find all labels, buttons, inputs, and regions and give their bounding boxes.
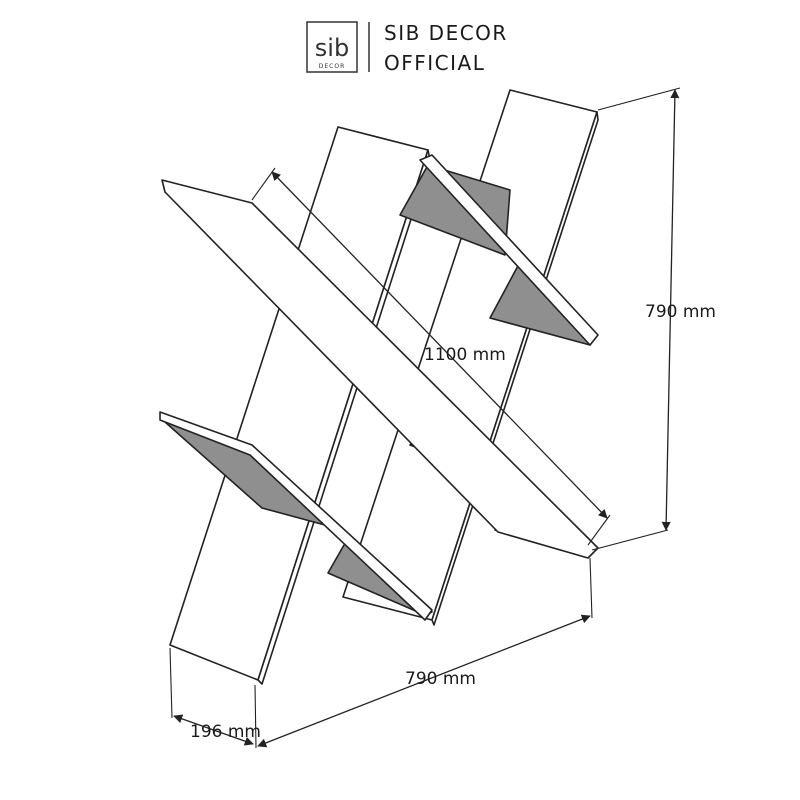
height-label: 790 mm	[645, 302, 716, 322]
height-extension-bottom	[591, 529, 669, 551]
dimension-annotations: 790 mm 1100 mm 790 mm 196 mm	[169, 87, 716, 749]
width-extension-right	[589, 557, 593, 619]
depth-extension-left	[169, 647, 173, 719]
shelf-drawing	[159, 89, 599, 685]
diagonal-dimension-line	[271, 171, 608, 519]
brand-tagline: OFFICIAL	[384, 51, 485, 75]
depth-label: 196 mm	[190, 722, 261, 742]
width-dimension-line	[257, 614, 591, 748]
brand-logo: sib DECOR	[306, 21, 358, 73]
depth-dimension-line	[173, 714, 254, 746]
logo-mark: sib	[315, 34, 349, 62]
brand-name: SIB DECOR	[384, 21, 508, 45]
logo-subtext: DECOR	[319, 63, 346, 70]
width-label: 790 mm	[405, 669, 476, 689]
brand-header: sib DECOR SIB DECOR OFFICIAL	[306, 21, 508, 75]
diagonal-extension-bottom	[587, 514, 611, 546]
diagonal-label: 1100 mm	[424, 345, 506, 365]
width-extension-left	[254, 684, 257, 749]
height-dimension-line	[661, 89, 680, 531]
height-extension-top	[597, 87, 681, 111]
diagonal-extension-top	[251, 167, 276, 201]
